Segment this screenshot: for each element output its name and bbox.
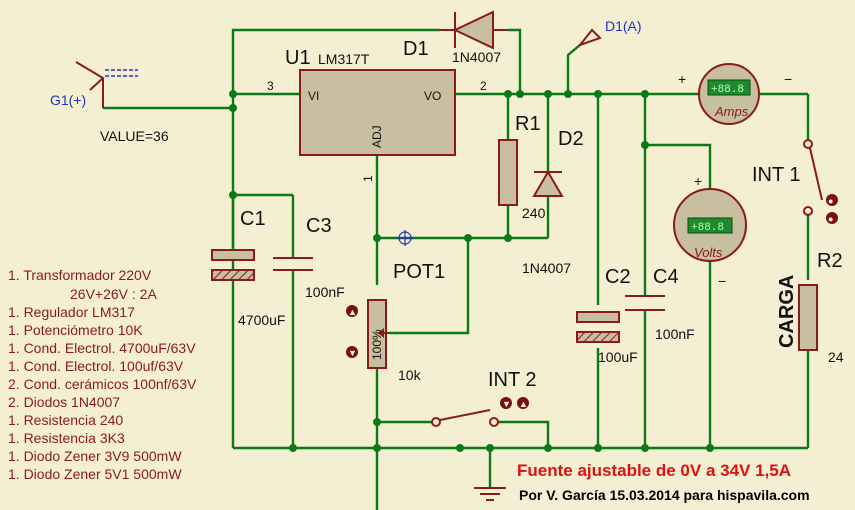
- diode-d1[interactable]: D1 1N4007: [403, 10, 508, 65]
- ammeter-minus: −: [784, 71, 792, 87]
- u1-pin-num-out: 2: [480, 79, 487, 93]
- diode-d2[interactable]: D2 1N4007: [522, 128, 584, 276]
- c3-ref: C3: [306, 215, 332, 237]
- d2-ref: D2: [558, 128, 584, 150]
- u1-pin-num-in: 3: [267, 79, 274, 93]
- u1-pin-adj: ADJ: [370, 125, 384, 148]
- r2-value: 24: [828, 349, 844, 365]
- capacitor-c2[interactable]: C2 100uF: [576, 266, 638, 365]
- r2-ref: R2: [817, 250, 843, 272]
- voltmeter-unit: Volts: [694, 245, 723, 260]
- pot1-ref: POT1: [393, 261, 445, 283]
- bom-item: 1. Regulador LM317: [8, 304, 135, 320]
- ammeter-display: +88.8: [711, 84, 744, 96]
- voltmeter-minus: −: [718, 273, 726, 289]
- c2-value: 100uF: [598, 349, 638, 365]
- voltmeter-display: +88.8: [691, 222, 724, 234]
- c1-value: 4700uF: [238, 312, 285, 328]
- ammeter-plus: +: [678, 71, 686, 87]
- g1-ref: G1(+): [50, 92, 86, 108]
- g1-value: VALUE=36: [100, 128, 169, 144]
- capacitor-c1[interactable]: C1 4700uF: [211, 195, 285, 328]
- u1-pin-vi: VI: [308, 89, 319, 103]
- u1-ref: U1: [285, 47, 311, 69]
- c4-ref: C4: [653, 266, 679, 288]
- r1-value: 240: [522, 205, 546, 221]
- u1-pin-num-adj: 1: [361, 175, 375, 182]
- resistor-r1[interactable]: R1 240: [498, 113, 546, 221]
- junctions: [229, 90, 714, 452]
- bom-item: 1. Diodo Zener 3V9 500mW: [8, 448, 182, 464]
- u1-part: LM317T: [318, 51, 370, 67]
- pot1-value: 10k: [398, 367, 422, 383]
- source-g1[interactable]: G1(+) VALUE=36: [50, 61, 169, 144]
- int1-off-button[interactable]: ●: [826, 212, 838, 224]
- svg-text:▲: ▲: [348, 307, 357, 317]
- int1-on-button[interactable]: ●: [826, 194, 838, 206]
- diagram-title: Fuente ajustable de 0V a 34V 1,5A: [517, 461, 791, 480]
- capacitor-c3[interactable]: C3 100nF: [273, 215, 345, 300]
- capacitor-c4[interactable]: C4 100nF: [625, 266, 695, 342]
- d1-ref: D1: [403, 38, 429, 60]
- svg-text:▼: ▼: [348, 348, 357, 358]
- bom-item: 1. Resistencia 240: [8, 412, 123, 428]
- bom-item: 1. Transformador 220V: [8, 267, 152, 283]
- switch-int2[interactable]: INT 2 ▼ ▲: [431, 369, 537, 427]
- bill-of-materials: 1. Transformador 220V 26V+26V : 2A 1. Re…: [8, 267, 197, 482]
- bom-item: 1. Potenciómetro 10K: [8, 322, 143, 338]
- int2-on-button[interactable]: ▼: [500, 397, 512, 409]
- c3-value: 100nF: [305, 284, 345, 300]
- bom-item: 1. Diodo Zener 5V1 500mW: [8, 466, 182, 482]
- ground-symbol: [474, 487, 506, 501]
- int1-ref: INT 1: [752, 164, 801, 186]
- svg-text:●: ●: [828, 214, 833, 224]
- resistor-r2[interactable]: R2 CARGA 24: [776, 250, 844, 365]
- ammeter-unit: Amps: [714, 104, 749, 119]
- bom-item: 1. Resistencia 3K3: [8, 430, 125, 446]
- int2-off-button[interactable]: ▲: [517, 397, 529, 409]
- bom-item: 1. Cond. Electrol. 4700uF/63V: [8, 340, 196, 356]
- bom-item: 2. Diodos 1N4007: [8, 394, 120, 410]
- switch-int1[interactable]: INT 1 ● ●: [752, 139, 838, 224]
- credit-line: Por V. García 15.03.2014 para hispavila.…: [519, 487, 810, 503]
- voltmeter-plus: +: [694, 173, 702, 189]
- voltmeter[interactable]: +88.8 Volts + −: [673, 173, 747, 289]
- probe-d1a[interactable]: D1(A): [577, 18, 642, 48]
- pot1-up-button[interactable]: ▲: [346, 305, 358, 317]
- pot1-percent: 100%: [370, 329, 384, 360]
- bom-item: 1. Cond. Electrol. 100uf/63V: [8, 358, 184, 374]
- regulator-u1[interactable]: U1 LM317T VI VO ADJ 3 2 1: [267, 47, 487, 182]
- svg-text:▼: ▼: [502, 399, 511, 409]
- c2-ref: C2: [605, 266, 631, 288]
- u1-pin-vo: VO: [424, 89, 441, 103]
- c1-ref: C1: [240, 208, 266, 230]
- potentiometer-pot1[interactable]: 100% POT1 10k ▲ ▼: [346, 261, 445, 383]
- pot1-down-button[interactable]: ▼: [346, 346, 358, 358]
- c4-value: 100nF: [655, 326, 695, 342]
- d1-part: 1N4007: [452, 49, 501, 65]
- svg-text:▲: ▲: [519, 399, 528, 409]
- crosshair-icon: [397, 230, 413, 246]
- d2-part: 1N4007: [522, 260, 571, 276]
- bom-item: 2. Cond. cerámicos 100nf/63V: [8, 376, 197, 392]
- probe-d1a-label: D1(A): [605, 18, 642, 34]
- int2-ref: INT 2: [488, 369, 537, 391]
- r1-ref: R1: [515, 113, 541, 135]
- bom-item: 26V+26V : 2A: [70, 286, 157, 302]
- svg-text:●: ●: [828, 196, 833, 206]
- wires: [103, 28, 810, 510]
- r2-label: CARGA: [776, 275, 798, 348]
- ammeter[interactable]: +88.8 Amps + −: [678, 63, 792, 125]
